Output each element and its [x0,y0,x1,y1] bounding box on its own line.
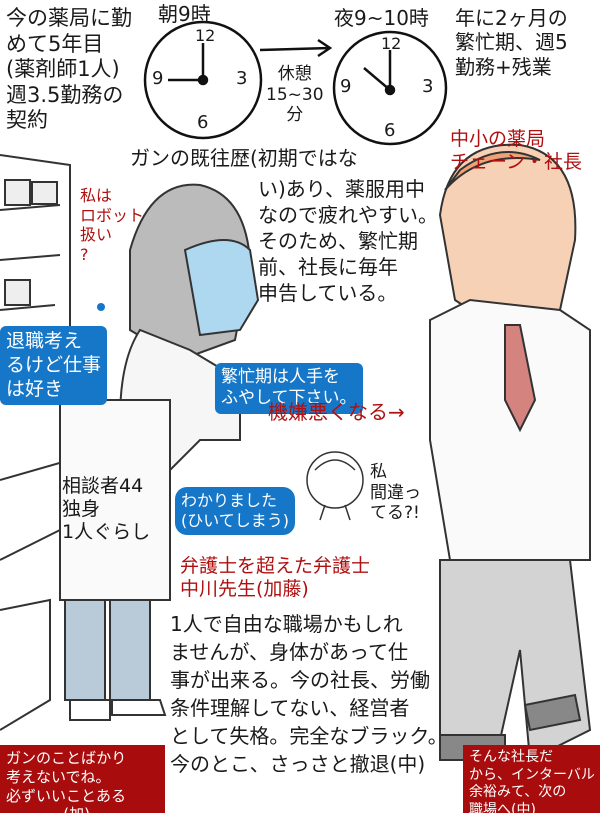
clock-morning-label: 朝9時 [158,2,211,26]
pharmacist-woman [59,183,260,721]
worried-face [306,451,364,521]
clock-night-12: 12 [381,34,402,53]
note-right-box: そんな社長だ から、インターバル 余裕みて、次の 職場へ(中) [463,745,600,818]
clock-night-9: 9 [340,76,352,97]
illustration [0,20,592,762]
lawyer-title: 弁護士を超えた弁護士 中川先生(加藤) [180,555,371,601]
president-man [429,143,592,762]
sweat-drop-icon [97,303,105,311]
note-left-box: ガンのことばかり 考えないでね。 必ずいいことある (加) [0,745,165,823]
clock-night-icon [332,30,448,146]
history-line1: ガンの既往歴(初期ではな [130,146,358,170]
robot-thought: 私は ロボット 扱い ? [80,186,145,264]
intro-text: 今の薬局に勤 めて5年目 (薬剤師1人) 週3.5勤務の 契約 [6,6,132,133]
history-text: い)あり、薬服用中 なので疲れやすい。 そのため、繁忙期 前、社長に毎年 申告し… [258,177,438,305]
clock-morning-9: 9 [152,68,164,89]
clock-morning-3: 3 [236,68,248,89]
clock-night-6: 6 [384,120,396,141]
speech-understood-bubble: わかりました (ひいてしまう) [175,487,296,535]
pharmacy-shelf [0,154,71,731]
speech-request-bubble: 繁忙期は人手を ふやして下さい。 [215,363,363,414]
president-label: 中小の薬局 チェーン・社長 [450,128,583,174]
clock-morning-12: 12 [195,26,216,45]
clock-night-3: 3 [422,76,434,97]
consultant-info: 相談者44 独身 1人ぐらし [62,475,151,544]
busy-season-text: 年に2ヶ月の 繁忙期、週5 勤務+残業 [455,6,568,79]
clock-morning-icon [143,20,263,140]
mood-note: 機嫌悪くなる→ [268,400,405,424]
lawyer-advice: 1人で自由な職場かもしれ ませんが、身体があって仕 事が出来る。今の社長、労働 … [170,612,448,776]
arrow-icon [259,38,333,58]
break-label: 休憩 15~30 分 [266,64,324,126]
quit-thought-box: 退職考え るけど仕事 は好き [0,326,108,406]
clock-morning-6: 6 [197,112,209,133]
clock-night-label: 夜9~10時 [334,6,429,30]
self-doubt-text: 私 間違っ てる?! [370,462,421,524]
